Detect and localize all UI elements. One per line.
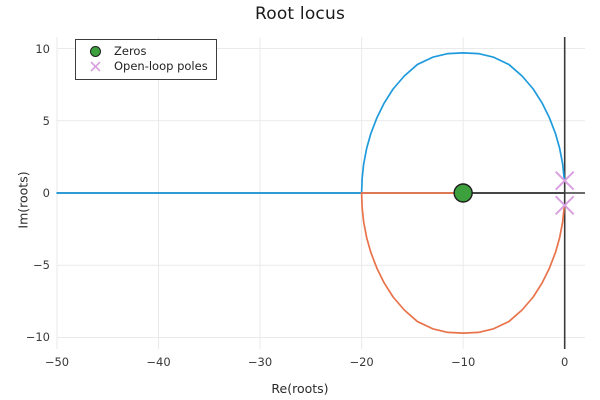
y-tick-label: 0 <box>42 186 50 200</box>
x-tick-label: −40 <box>146 355 171 369</box>
x-marker-icon <box>82 59 108 74</box>
x-tick-label: −30 <box>247 355 273 369</box>
legend-label-zeros: Zeros <box>114 44 147 58</box>
x-tick-label: −10 <box>451 355 476 369</box>
x-tick-label: −50 <box>44 355 70 369</box>
legend: Zeros Open-loop poles <box>75 39 217 80</box>
circle-marker-icon <box>82 44 108 59</box>
x-tick-label: 0 <box>561 355 569 369</box>
legend-label-open-loop-poles: Open-loop poles <box>114 59 208 73</box>
x-axis-label: Re(roots) <box>271 381 329 396</box>
y-tick-label: 10 <box>35 41 50 56</box>
legend-item-open-loop-poles: Open-loop poles <box>82 59 208 74</box>
chart-title: Root locus <box>254 4 346 24</box>
y-tick-label: −10 <box>25 330 50 345</box>
legend-item-zeros: Zeros <box>82 44 208 59</box>
y-tick-label: −5 <box>33 258 50 273</box>
y-tick-label: 5 <box>42 113 50 128</box>
x-tick-label: −20 <box>349 355 374 369</box>
